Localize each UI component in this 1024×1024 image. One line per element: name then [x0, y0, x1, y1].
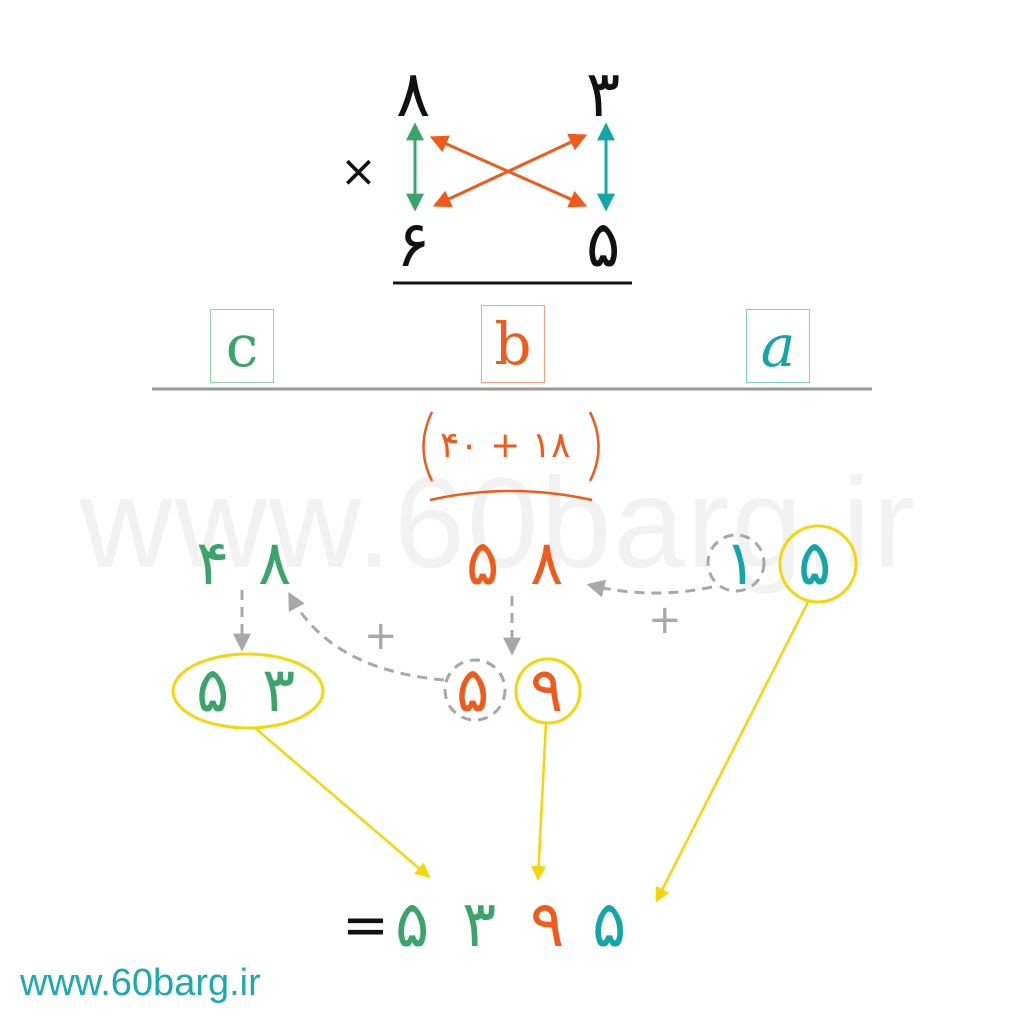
c-carried-left-digit: ۵	[196, 653, 230, 726]
times-sign: ×	[340, 146, 377, 197]
plus-sign-a-to-b: +	[648, 597, 682, 643]
footer-url: www.60barg.ir	[20, 962, 261, 1004]
column-label-c: c	[210, 309, 274, 383]
c-digits-yellow-ellipse	[171, 652, 325, 730]
b-value-left-digit: ۵	[466, 526, 500, 599]
result-digit-4: ۵	[592, 888, 627, 962]
a-digit-yellow-circle	[778, 524, 858, 604]
equals-sign: =	[342, 893, 389, 958]
b-sum-paren-left	[422, 411, 434, 482]
b-value-right-digit: ۸	[530, 526, 564, 599]
c-value-right-digit: ۸	[258, 526, 292, 599]
carry-arrow-a-to-b	[586, 579, 713, 598]
watermark: www.60barg.ir	[80, 452, 917, 595]
carry-arrow-b-to-c	[288, 591, 445, 682]
b-sum-paren-right	[588, 411, 600, 482]
result-digit-1: ۵	[395, 888, 430, 962]
c-carried-right-digit: ۳	[262, 653, 296, 726]
yellow-arrow-a	[655, 601, 810, 903]
b-sum-underbrace	[429, 489, 593, 502]
b-sum-expression: ۴۰ + ۱۸	[440, 425, 571, 466]
multiplier-tens-digit: ۶	[396, 208, 431, 282]
b-carry-dashed-circle	[443, 658, 507, 722]
multiplicand-ones-digit: ۳	[586, 58, 621, 132]
yellow-arrow-b	[531, 722, 548, 881]
a-carry-dashed-circle	[706, 533, 766, 593]
multiplier-ones-digit: ۵	[586, 208, 621, 282]
a-carry-digit: ۱	[724, 526, 758, 599]
result-digit-3: ۹	[530, 888, 565, 962]
b-carry-digit: ۵	[456, 653, 490, 726]
b-digit: ۹	[530, 653, 564, 726]
orange-cross-arrow-2	[432, 133, 588, 208]
multiplicand-tens-digit: ۸	[396, 58, 431, 132]
plus-sign-b-to-c: +	[364, 613, 398, 659]
column-label-b: b	[481, 305, 545, 383]
b-digit-yellow-circle	[514, 657, 582, 725]
yellow-arrow-c	[254, 727, 431, 878]
column-label-a: a	[746, 309, 810, 383]
c-value-left-digit: ۴	[196, 526, 230, 599]
result-digit-2: ۳	[462, 888, 497, 962]
a-digit: ۵	[798, 526, 832, 599]
